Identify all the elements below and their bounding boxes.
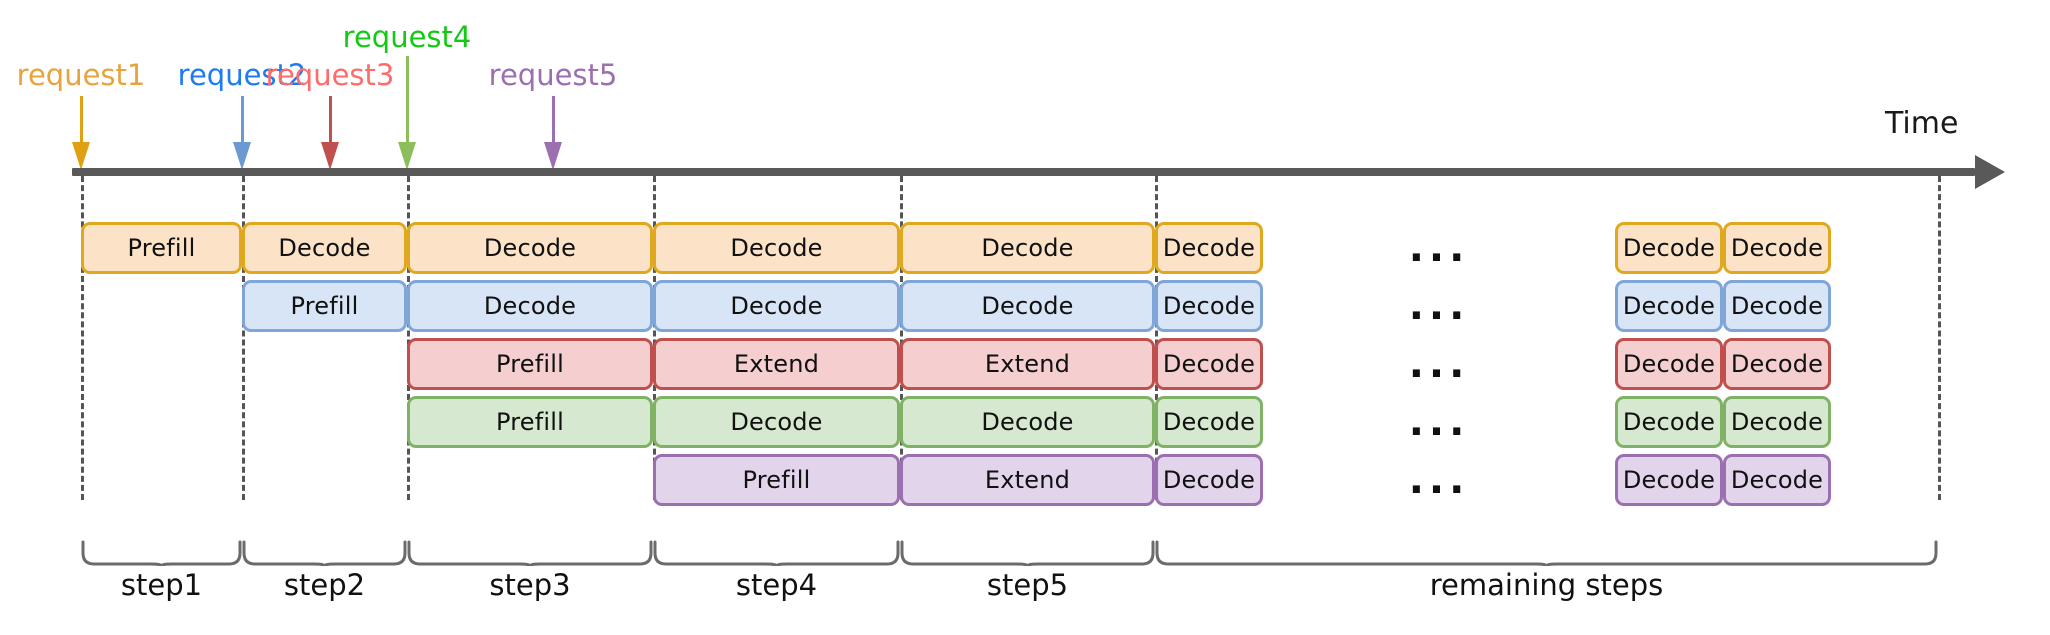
arrow-shaft <box>328 96 332 142</box>
task-block[interactable]: Decode <box>407 280 653 332</box>
step-brace <box>81 540 242 567</box>
arrow-head <box>72 142 90 170</box>
task-block[interactable]: Decode <box>1615 222 1723 274</box>
step-separator-3 <box>407 176 410 500</box>
step-label: step3 <box>489 568 571 602</box>
step-label: remaining steps <box>1429 568 1664 602</box>
task-block[interactable]: Prefill <box>81 222 242 274</box>
brace-shape <box>242 540 407 567</box>
row-ellipsis: ... <box>1408 399 1470 445</box>
task-block[interactable]: Decode <box>900 222 1155 274</box>
task-block[interactable]: Decode <box>407 222 653 274</box>
arrow-shaft <box>405 56 409 142</box>
step-separator-5 <box>900 176 903 500</box>
brace-shape <box>653 540 900 567</box>
step-brace <box>1155 540 1938 567</box>
step-label: step5 <box>986 568 1069 602</box>
step-separator-4 <box>653 176 656 500</box>
task-block[interactable]: Prefill <box>407 338 653 390</box>
step-separator-2 <box>242 176 245 500</box>
step-label: step2 <box>283 568 366 602</box>
task-block[interactable]: Decode <box>900 280 1155 332</box>
row-ellipsis: ... <box>1408 283 1470 329</box>
task-block[interactable]: Decode <box>1615 338 1723 390</box>
brace-shape <box>1155 540 1938 567</box>
task-block[interactable]: Decode <box>1615 280 1723 332</box>
step-label: step4 <box>735 568 818 602</box>
arrow-head <box>233 142 251 170</box>
row-ellipsis: ... <box>1408 225 1470 271</box>
row-ellipsis: ... <box>1408 341 1470 387</box>
brace-shape <box>900 540 1155 567</box>
time-axis-line <box>72 168 1975 176</box>
task-block[interactable]: Prefill <box>242 280 407 332</box>
time-axis-label: Time <box>1885 106 1959 141</box>
task-block[interactable]: Decode <box>1723 280 1831 332</box>
task-block[interactable]: Decode <box>1155 222 1263 274</box>
task-block[interactable]: Decode <box>1615 454 1723 506</box>
request-label-2: request2 <box>177 58 307 92</box>
task-block[interactable]: Decode <box>900 396 1155 448</box>
task-block[interactable]: Decode <box>1723 454 1831 506</box>
step-separator-6 <box>1155 176 1158 500</box>
time-axis-arrowhead <box>1975 155 2005 189</box>
task-block[interactable]: Decode <box>653 396 900 448</box>
arrow-shaft <box>551 96 555 142</box>
task-block[interactable]: Decode <box>1155 338 1263 390</box>
request-label-5: request5 <box>488 58 618 92</box>
task-block[interactable]: Decode <box>1155 454 1263 506</box>
request-label-4: request4 <box>342 20 472 54</box>
brace-shape <box>407 540 653 567</box>
step-brace <box>407 540 653 567</box>
task-block[interactable]: Decode <box>653 280 900 332</box>
arrow-head <box>398 142 416 170</box>
task-block[interactable]: Extend <box>653 338 900 390</box>
step-separator-1 <box>81 176 84 500</box>
task-block[interactable]: Extend <box>900 454 1155 506</box>
row-ellipsis: ... <box>1408 457 1470 503</box>
task-block[interactable]: Decode <box>1155 396 1263 448</box>
step-brace <box>242 540 407 567</box>
task-block[interactable]: Decode <box>1615 396 1723 448</box>
arrow-shaft <box>240 96 244 142</box>
task-block[interactable]: Decode <box>1723 222 1831 274</box>
arrow-head <box>321 142 339 170</box>
task-block[interactable]: Prefill <box>407 396 653 448</box>
arrow-head <box>544 142 562 170</box>
request-label-1: request1 <box>16 58 146 92</box>
task-block[interactable]: Decode <box>653 222 900 274</box>
task-block[interactable]: Decode <box>1723 396 1831 448</box>
task-block[interactable]: Decode <box>242 222 407 274</box>
task-block[interactable]: Prefill <box>653 454 900 506</box>
task-block[interactable]: Decode <box>1155 280 1263 332</box>
step-label: step1 <box>120 568 203 602</box>
arrow-shaft <box>79 96 83 142</box>
step-brace <box>653 540 900 567</box>
step-separator-7 <box>1938 176 1941 500</box>
task-block[interactable]: Extend <box>900 338 1155 390</box>
step-brace <box>900 540 1155 567</box>
brace-shape <box>81 540 242 567</box>
task-block[interactable]: Decode <box>1723 338 1831 390</box>
request-label-3: request3 <box>265 58 395 92</box>
